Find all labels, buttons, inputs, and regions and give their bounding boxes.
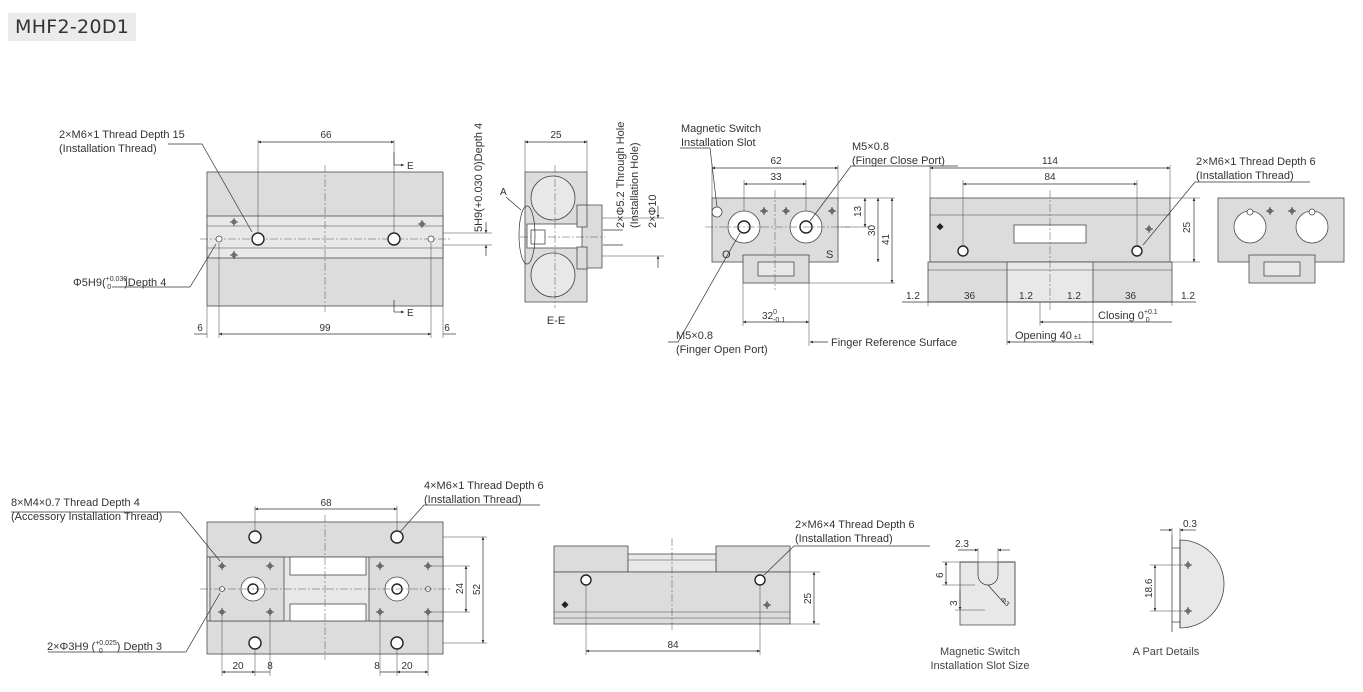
label-thread-m4: 8×M4×0.7 Thread Depth 4 [11, 497, 140, 509]
dim-3-slot: 3 [949, 600, 960, 606]
label-through-hole: 2×Φ5.2 Through Hole [615, 122, 627, 228]
label-finger-open-port: (Finger Open Port) [676, 344, 768, 356]
label-installation-thread-1: (Installation Thread) [59, 143, 157, 155]
dim-25-side: 25 [1182, 221, 1193, 233]
label-section-ee: E-E [547, 315, 565, 327]
dim-66: 66 [320, 130, 332, 141]
dim-1-2-b: 1.2 [1019, 291, 1033, 302]
dim-114: 114 [1042, 156, 1058, 167]
dim-6-left: 6 [197, 323, 203, 334]
label-thread-m6x4: 2×M6×4 Thread Depth 6 [795, 519, 915, 531]
view-top: 66 99 6 6 E E 2×M6×1 Thread Depth 15 (In… [59, 123, 492, 338]
dim-0-3: 0.3 [1183, 519, 1197, 530]
label-installation-thread-4: (Installation Thread) [795, 533, 893, 545]
label-opening: Opening 40±1 [1015, 330, 1082, 342]
dim-8-a: 8 [267, 661, 273, 672]
dim-6-right: 6 [444, 323, 450, 334]
dim-41: 41 [881, 233, 892, 245]
dim-1-2-a: 1.2 [906, 291, 920, 302]
dim-30: 30 [867, 224, 878, 236]
dim-84-lower: 84 [667, 640, 679, 651]
caption-slot-size-2: Installation Slot Size [930, 660, 1029, 672]
label-installation-thread-2: (Installation Thread) [1196, 170, 1294, 182]
model-title: MHF2-20D1 [8, 13, 137, 41]
caption-a-part-details: A Part Details [1133, 646, 1200, 658]
dim-18-6: 18.6 [1144, 578, 1155, 598]
caption-slot-size-1: Magnetic Switch [940, 646, 1020, 658]
dim-84-side: 84 [1044, 172, 1056, 183]
view-side: 114 84 25 1.2 36 1.2 1.2 36 1.2 Closing … [902, 156, 1316, 345]
dim-36-b: 36 [1125, 291, 1137, 302]
label-accessory-thread: (Accessory Installation Thread) [11, 511, 162, 523]
port-s: S [826, 249, 833, 261]
dim-25-lower: 25 [803, 592, 814, 604]
dim-36-a: 36 [964, 291, 976, 302]
dim-1-2-c: 1.2 [1067, 291, 1081, 302]
view-side-lower: 84 25 2×M6×4 Thread Depth 6 (Installatio… [553, 519, 930, 655]
view-section-ee: A 25 E-E 2×Φ5.2 Through Hole (Installati… [500, 122, 664, 327]
label-installation-slot: Installation Slot [681, 137, 756, 149]
dim-52: 52 [472, 583, 483, 595]
label-thread-m6-depth6: 2×M6×1 Thread Depth 6 [1196, 156, 1316, 168]
label-slot-5h9-depth4: 5H9(+0.030 0)Depth 4 [473, 123, 485, 232]
view-front: O S 62 33 13 30 41 320-0.1 Finger Refere… [668, 123, 958, 356]
dim-20-b: 20 [401, 661, 413, 672]
view-back [1217, 197, 1345, 284]
view-a-part-details: 0.3 18.6 A Part Details [1133, 519, 1225, 658]
dim-1-2-d: 1.2 [1181, 291, 1195, 302]
dim-25-section: 25 [550, 130, 562, 141]
view-bottom: 68 24 52 20 8 8 20 8×M4×0.7 Thread Depth… [11, 480, 544, 676]
dim-68: 68 [320, 498, 332, 509]
label-magnetic-switch: Magnetic Switch [681, 123, 761, 135]
dim-8-b: 8 [374, 661, 380, 672]
label-m5-close: M5×0.8 [852, 141, 889, 153]
dim-2-3: 2.3 [955, 539, 969, 550]
dim-6-slot: 6 [935, 572, 946, 578]
dim-24: 24 [455, 582, 466, 594]
dim-62: 62 [770, 156, 782, 167]
label-finger-reference-surface: Finger Reference Surface [831, 337, 957, 349]
dim-32: 320-0.1 [762, 309, 785, 324]
label-thread-m6-depth15: 2×M6×1 Thread Depth 15 [59, 129, 185, 141]
dim-13: 13 [853, 205, 864, 217]
label-installation-hole: (Installation Hole) [629, 142, 641, 228]
label-m5-open: M5×0.8 [676, 330, 713, 342]
dim-20-a: 20 [232, 661, 244, 672]
label-installation-thread-3: (Installation Thread) [424, 494, 522, 506]
detail-mark-a: A [500, 187, 507, 198]
dim-phi3-slot: Φ3 [999, 596, 1011, 608]
port-o: O [722, 249, 731, 261]
section-mark-e-bottom: E [407, 308, 414, 319]
label-phi10: 2×Φ10 [647, 194, 659, 228]
dim-33: 33 [770, 172, 782, 183]
view-slot-size: 2.3 6 3 Φ3 Magnetic Switch Installation … [930, 539, 1029, 672]
label-finger-close-port: (Finger Close Port) [852, 155, 945, 167]
dim-99: 99 [319, 323, 331, 334]
label-thread-4m6: 4×M6×1 Thread Depth 6 [424, 480, 544, 492]
section-mark-e-top: E [407, 161, 414, 172]
